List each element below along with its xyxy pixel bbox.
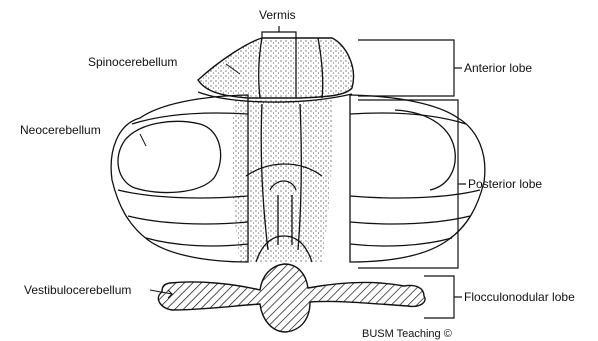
label-vermis: Vermis bbox=[259, 8, 296, 22]
credit-text: BUSM Teaching © bbox=[362, 327, 452, 341]
neocerebellum-shape bbox=[118, 121, 221, 192]
label-spinocerebellum: Spinocerebellum bbox=[88, 55, 177, 69]
flocculonodular-shape bbox=[158, 264, 425, 332]
vermis-bracket bbox=[262, 26, 296, 38]
label-neocerebellum: Neocerebellum bbox=[20, 123, 101, 137]
label-posterior-lobe: Posterior lobe bbox=[468, 177, 542, 191]
anterior-lobe-shape bbox=[198, 38, 354, 98]
label-anterior-lobe: Anterior lobe bbox=[464, 61, 532, 75]
label-flocculonodular-lobe: Flocculonodular lobe bbox=[464, 290, 575, 304]
label-vestibulocerebellum: Vestibulocerebellum bbox=[24, 283, 131, 297]
